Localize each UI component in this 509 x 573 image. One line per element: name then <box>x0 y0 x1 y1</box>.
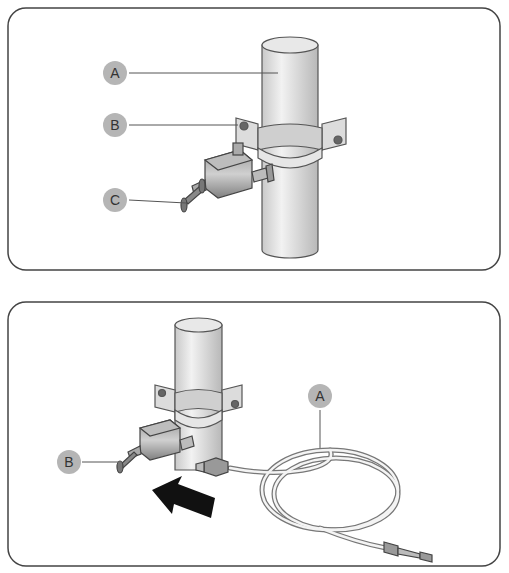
callout-text: C <box>110 192 120 208</box>
tube-fitting <box>196 458 432 562</box>
panel <box>8 302 500 566</box>
saddle-valve <box>117 420 194 473</box>
callout-letter: B <box>103 113 127 137</box>
leader-line <box>82 410 320 462</box>
callout-text: A <box>110 65 119 81</box>
panel <box>8 8 500 270</box>
pipe <box>175 318 222 470</box>
leader-line <box>129 73 278 203</box>
callout-letter: C <box>103 188 127 212</box>
callout-letter: A <box>308 384 332 408</box>
callout-text: B <box>110 117 119 133</box>
callout-letter: A <box>103 61 127 85</box>
direction-arrow <box>152 476 215 518</box>
water-tube <box>230 450 398 548</box>
callout-text: A <box>315 388 324 404</box>
callout-letter: B <box>57 450 81 474</box>
saddle-valve <box>181 143 274 212</box>
callout-text: B <box>64 454 73 470</box>
